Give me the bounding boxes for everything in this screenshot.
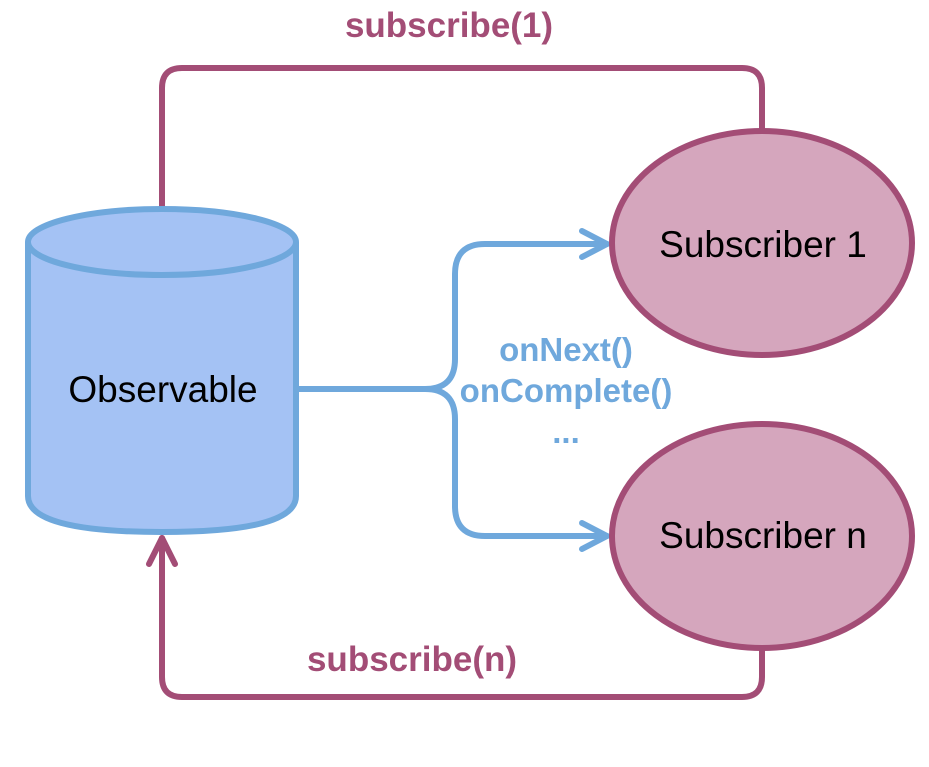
subscriber-1-node: Subscriber 1 [609,128,915,358]
subscribe-1-connector [159,65,765,241]
observable-cylinder-top [25,206,299,278]
notify-trunk [293,241,610,392]
subscribe-n-arrowhead [146,535,178,567]
observable-node: Observable [25,206,299,535]
subscriber-n-ellipse [609,421,915,651]
notify-branch-lower [422,386,610,539]
notify-arrowhead-upper [579,228,610,260]
subscriber-1-ellipse [609,128,915,358]
observable-cylinder-body [25,242,299,535]
notify-label-oncomplete: onComplete() [460,372,673,409]
subscriber-1-label: Subscriber 1 [659,224,867,265]
notify-label-onnext: onNext() [499,331,633,368]
observable-label: Observable [68,369,257,410]
notify-label-ellipsis: ... [552,413,580,450]
subscribe-n-connector [159,535,765,700]
subscribe-n-label: subscribe(n) [307,640,517,679]
subscriber-n-label: Subscriber n [659,515,867,556]
subscribe-1-label: subscribe(1) [345,6,553,45]
notify-arrowhead-lower [579,520,610,552]
subscriber-n-node: Subscriber n [609,421,915,651]
